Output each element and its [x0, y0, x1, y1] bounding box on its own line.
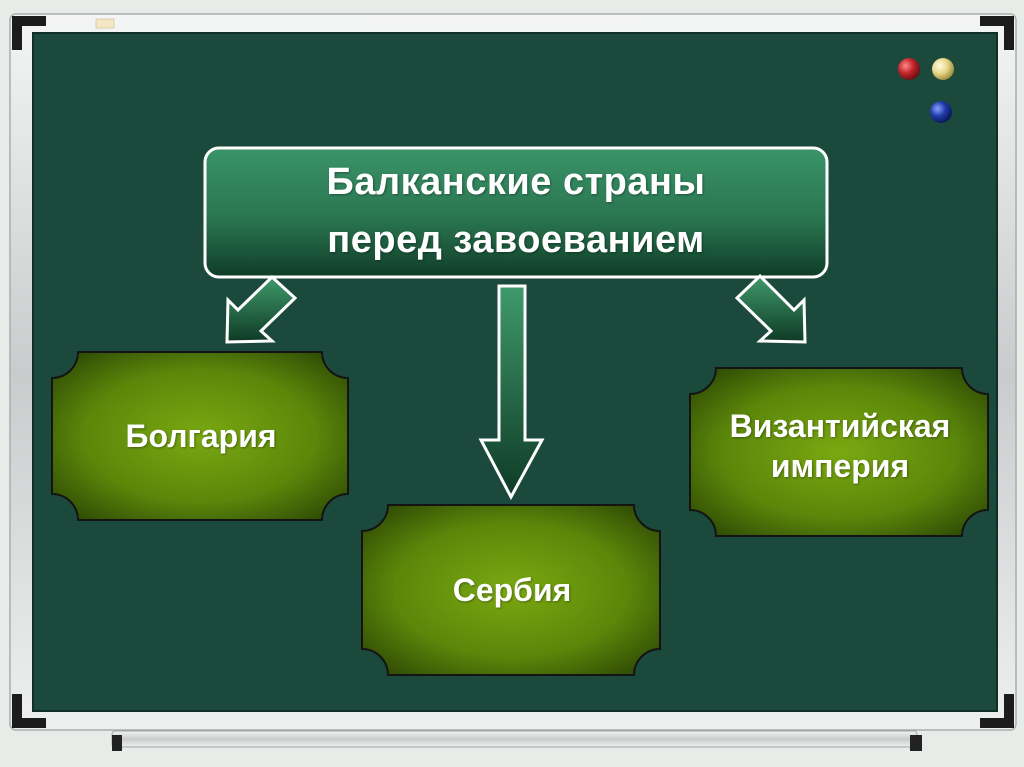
diagram-title: Балканские страны перед завоеванием	[326, 161, 706, 261]
edge-arrow-title-to-serbia	[478, 284, 545, 501]
magnet-red-icon	[898, 58, 920, 80]
frame-corner-top-right	[980, 16, 1014, 50]
edge-arrow-title-to-byzantium	[734, 273, 807, 344]
frame-corner-bottom-right	[980, 694, 1014, 728]
node-byzantium	[689, 367, 989, 537]
title-node	[203, 146, 829, 279]
frame-corner-top-left	[12, 16, 46, 50]
magnet-blue-icon	[930, 101, 952, 123]
magnet-yellow-icon	[932, 58, 954, 80]
node-bulgaria	[51, 351, 349, 521]
frame-corner-bottom-left	[12, 694, 46, 728]
node-serbia	[361, 504, 661, 676]
node-label-serbia: Сербия	[452, 572, 572, 608]
node-label-byzantium: Византийская империя	[729, 408, 951, 484]
edge-arrow-title-to-bulgaria	[225, 274, 298, 344]
chalk-tray	[111, 730, 918, 748]
node-label-bulgaria: Болгария	[125, 418, 277, 454]
frame-sticker	[95, 18, 115, 29]
